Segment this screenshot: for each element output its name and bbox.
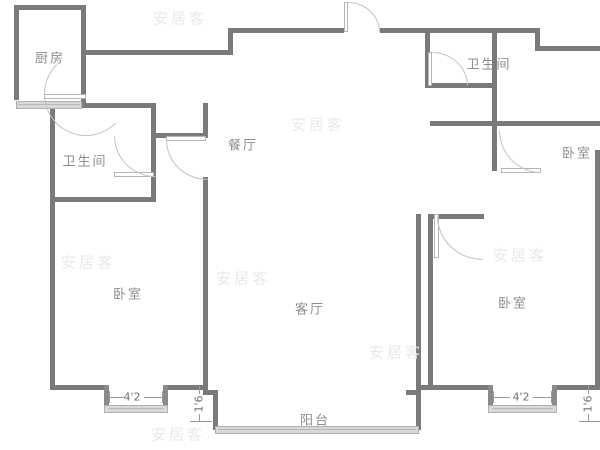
wall-bedroom-right-bot-b xyxy=(557,385,600,390)
dimension-bay-right-depth: 1'6 xyxy=(581,395,595,413)
door-bathroom-right-leaf xyxy=(428,52,432,86)
room-label-balcony: 阳台 xyxy=(299,413,331,429)
room-label-bedroom-right: 卧室 xyxy=(497,296,529,312)
watermark: 安居客 xyxy=(290,115,346,134)
room-label-bedroom-left: 卧室 xyxy=(112,287,144,303)
wall-top-step-vert xyxy=(228,28,233,55)
bay-right-wall-leftjamb xyxy=(488,385,493,409)
window-balcony-line xyxy=(218,429,416,430)
wall-right-bedroom-door-vert xyxy=(492,126,497,171)
wall-right-partition-horiz xyxy=(430,121,497,126)
dimline-bay-left-width-b xyxy=(144,397,162,398)
room-label-kitchen: 厨房 xyxy=(34,51,66,67)
watermark: 安居客 xyxy=(368,343,424,362)
dimline-bay-left-depth-b xyxy=(199,414,200,422)
room-label-bedroom-right-top: 卧室 xyxy=(561,146,593,162)
door-bedroom-right-arc xyxy=(437,216,483,260)
wall-dining-left-vert-top xyxy=(203,103,208,138)
door-entrance-leaf xyxy=(344,2,348,32)
wall-bedroom-right-bot-a xyxy=(416,385,488,390)
wall-right-upper-horiz xyxy=(535,46,600,51)
wall-bathroom-left-right xyxy=(151,103,156,138)
door-kitchen-arc xyxy=(44,52,128,136)
wall-bathroom-right-vert xyxy=(492,33,497,88)
dimline-bay-right-depth-b xyxy=(588,414,589,422)
dimline-bay-right-width-a xyxy=(494,397,510,398)
door-dining-arc xyxy=(166,140,208,180)
tick-bay-left-b xyxy=(162,391,163,403)
wall-kitchen-left xyxy=(14,5,19,100)
door-bathroom-left-arc xyxy=(114,136,156,177)
wall-top-right xyxy=(380,28,540,33)
wall-kitchen-top xyxy=(14,5,86,10)
wall-bathroom-left-left xyxy=(50,103,55,205)
bay-right-sill xyxy=(488,405,557,413)
wall-bathroom-right-left xyxy=(425,33,430,88)
watermark: 安居客 xyxy=(150,425,206,444)
door-bedroom-right-top-arc xyxy=(499,130,541,173)
wall-top-mid xyxy=(228,28,344,33)
dimension-bay-right-width: 4'2 xyxy=(512,390,530,404)
room-label-bathroom-left: 卫生间 xyxy=(62,154,108,170)
wall-bedroom-left-bottom-b xyxy=(168,385,208,390)
wall-bedroom-left-bottom-a xyxy=(50,385,108,390)
dimension-bay-left-depth: 1'6 xyxy=(192,395,206,413)
dimline-bay-left-width-a xyxy=(110,397,124,398)
bay-left-sill xyxy=(104,405,168,413)
dimline-bay-left-depth-end xyxy=(190,421,212,422)
wall-bedroom-right-right xyxy=(595,150,600,390)
room-label-bathroom-right: 卫生间 xyxy=(466,57,512,73)
wall-right-bedroom-top-sep xyxy=(497,121,600,126)
watermark: 安居客 xyxy=(60,253,116,272)
dimline-bay-right-depth-end xyxy=(579,421,600,422)
tick-bay-right-b xyxy=(551,391,552,403)
door-entrance-arc xyxy=(348,2,380,32)
window-balcony xyxy=(215,426,419,434)
dimline-bay-right-depth xyxy=(588,386,589,394)
wall-balcony-top-left xyxy=(203,390,218,395)
wall-bedroom-left-outer xyxy=(50,202,55,390)
watermark: 安居客 xyxy=(492,246,548,265)
wall-balcony-top-right xyxy=(406,390,421,395)
tick-bay-right-a xyxy=(493,391,494,403)
tick-bay-left-a xyxy=(109,391,110,403)
bay-left-wall-leftjamb xyxy=(104,385,109,409)
bay-left-wall-rightjamb xyxy=(163,385,168,409)
wall-top-entry-left xyxy=(81,50,233,55)
dimline-bay-right-width-b xyxy=(533,397,551,398)
room-label-dining: 餐厅 xyxy=(227,138,259,154)
room-label-living: 客厅 xyxy=(294,302,326,318)
door-bedroom-right-leaf xyxy=(434,214,439,258)
door-bathroom-right-arc xyxy=(432,52,468,86)
wall-living-right-vert xyxy=(416,214,421,430)
wall-bathroom-left-bottom xyxy=(50,197,156,202)
dimension-bay-left-width: 4'2 xyxy=(123,390,141,404)
bay-left-sill-line xyxy=(108,408,164,409)
watermark: 安居客 xyxy=(215,269,271,288)
dimline-bay-left-depth xyxy=(199,386,200,394)
wall-right-partition-vert xyxy=(492,83,497,130)
watermark: 安居客 xyxy=(152,9,208,28)
wall-bedroom-right-left xyxy=(428,214,433,390)
wall-balcony-left-vert xyxy=(213,390,218,430)
wall-dining-left-vert-bot xyxy=(203,177,208,395)
bay-right-sill-line xyxy=(492,408,553,409)
wall-right-exterior-top xyxy=(535,28,540,50)
wall-dining-horiz xyxy=(156,133,208,138)
bay-right-wall-rightjamb xyxy=(552,385,557,409)
